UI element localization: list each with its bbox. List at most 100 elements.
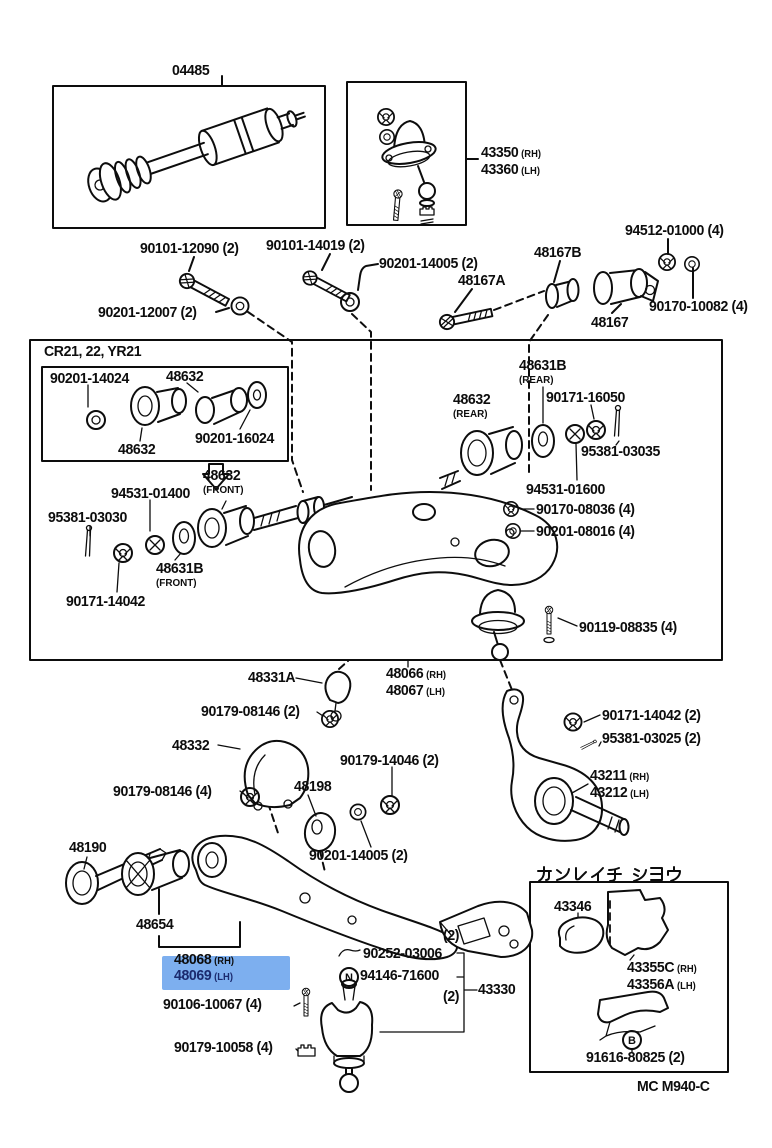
part-number: 90201-14005 (2)	[379, 255, 478, 272]
part-label-90179-10058: 90179-10058 (4)	[174, 1040, 273, 1055]
lower-ball-joint-drawing: N	[293, 948, 478, 1093]
part-qualifier: (RH)	[521, 149, 541, 160]
down-arrow-icon	[202, 463, 230, 490]
part-label-90201-16024: 90201-16024	[195, 431, 274, 446]
bushing-48167b	[545, 278, 580, 309]
part-number: 95381-03025 (2)	[602, 730, 701, 747]
part-number: 43212	[590, 784, 628, 801]
part-number: 04485	[172, 62, 210, 79]
part-label-48631b-rear: 48631B(REAR)	[519, 358, 567, 386]
part-label-90171-16050: 90171-16050	[546, 390, 625, 405]
part-number: 90179-10058 (4)	[174, 1039, 273, 1056]
part-number: 90170-10082 (4)	[649, 298, 748, 315]
ball-joint-43350-drawing	[376, 108, 437, 225]
part-number: 48068	[174, 951, 212, 968]
part-number: 48167	[591, 314, 629, 331]
part-label-48198: 48198	[294, 778, 332, 795]
part-number: 48167A	[458, 272, 506, 289]
part-label-48632-inner-bottom: 48632	[118, 442, 156, 457]
part-label-48067-lh: 48067(LH)	[386, 683, 445, 698]
part-label-90106-10067: 90106-10067 (4)	[163, 997, 262, 1012]
part-label-90170-10082: 90170-10082 (4)	[649, 299, 748, 314]
part-label-48332: 48332	[172, 738, 210, 753]
part-qualifier: (LH)	[676, 981, 696, 992]
part-label-48066-rh: 48066(RH)	[386, 666, 446, 681]
part-label-48167: 48167	[591, 314, 629, 331]
part-number: 90171-14042 (2)	[602, 707, 701, 724]
bushing-48654-drawing	[121, 849, 190, 896]
part-label-43356a-lh: 43356A(LH)	[627, 977, 696, 992]
part-label-90201-14024: 90201-14024	[50, 371, 129, 386]
part-number: 90201-12007 (2)	[98, 304, 197, 321]
part-number: 90179-08146 (4)	[113, 783, 212, 800]
cushion-48331a-drawing	[295, 670, 352, 722]
part-number: 48167B	[534, 244, 582, 261]
part-qualifier: (LH)	[214, 972, 233, 983]
part-number: 48632	[453, 391, 491, 408]
part-number: 95381-03030	[48, 509, 127, 526]
part-label-cr21-box-header: CR21, 22, YR21	[44, 344, 142, 359]
knuckle-drawing	[501, 688, 630, 842]
part-label-48632-front: 48632(FRONT)	[203, 468, 244, 496]
part-number: 43356A	[627, 976, 675, 993]
part-label-90170-08036: 90170-08036 (4)	[536, 502, 635, 517]
part-label-90101-14019: 90101-14019 (2)	[266, 238, 365, 253]
part-label-diagram-code: MC M940-C	[637, 1079, 710, 1094]
bracket-48167	[593, 268, 659, 305]
part-qualifier: (RH)	[214, 956, 234, 967]
nut-marker-icon: N	[345, 972, 353, 984]
leader-lines-top	[188, 238, 694, 314]
part-label-95381-03030: 95381-03030	[48, 510, 127, 525]
part-number: 48631B	[156, 560, 204, 577]
kit-box-04485	[52, 75, 326, 229]
part-label-48654: 48654	[136, 916, 174, 933]
part-label-95381-03035: 95381-03035	[581, 444, 660, 459]
part-number: 90179-08146 (2)	[201, 703, 300, 720]
part-number: 48198	[294, 778, 332, 795]
highlight-48069-lh	[162, 956, 290, 990]
part-number: 48654	[136, 916, 174, 933]
part-number: 43346	[554, 898, 592, 915]
cold-region-parts: B	[557, 889, 669, 1053]
part-number: 48632	[203, 467, 241, 484]
part-label-90179-14046: 90179-14046 (2)	[340, 753, 439, 768]
part-qualifier: (REAR)	[453, 408, 488, 420]
part-label-43346: 43346	[554, 898, 592, 915]
part-number: (2)	[443, 988, 460, 1005]
part-number: 48632	[166, 368, 204, 385]
part-number: 48066	[386, 665, 424, 682]
assembly-dashed-lines	[247, 290, 549, 873]
part-number: 94531-01600	[526, 481, 605, 498]
nut-90179-08146-2	[316, 710, 340, 728]
upper-arm-drawing	[298, 491, 559, 595]
part-number: 91616-80825 (2)	[586, 1049, 685, 1066]
damper-04485-drawing	[87, 107, 306, 203]
part-number: 90201-08016 (4)	[536, 523, 635, 540]
part-label-90179-08146-4: 90179-08146 (4)	[113, 784, 212, 799]
part-number: 90106-10067 (4)	[163, 996, 262, 1013]
part-number: 94531-01400	[111, 485, 190, 502]
part-qualifier: (REAR)	[519, 374, 554, 386]
part-number: 90179-14046 (2)	[340, 752, 439, 769]
part-label-43211-rh: 43211(RH)	[590, 768, 649, 783]
part-number: 43211	[590, 767, 627, 784]
part-label-91616-80825: 91616-80825 (2)	[586, 1050, 685, 1065]
bolt-90119-08835	[543, 605, 578, 644]
part-number: 90119-08835 (4)	[579, 619, 677, 636]
nut-90179-08146-4	[239, 787, 260, 807]
part-number: 43330	[478, 981, 516, 998]
part-qualifier: (RH)	[676, 964, 697, 975]
part-number: 90170-08036 (4)	[536, 501, 635, 518]
arm-ball-joint-drawing	[471, 589, 525, 661]
part-number: 43360	[481, 161, 519, 178]
part-qualifier: (FRONT)	[156, 577, 197, 589]
cold-region-header-kana	[537, 866, 681, 882]
cold-region-box	[529, 881, 729, 1073]
part-number: 90171-16050	[546, 389, 625, 406]
ball-joint-box	[346, 81, 479, 226]
part-label-48631b-front: 48631B(FRONT)	[156, 560, 204, 589]
bushing-kit-48632-drawing	[86, 381, 267, 442]
part-number: 90101-14019 (2)	[266, 237, 365, 254]
